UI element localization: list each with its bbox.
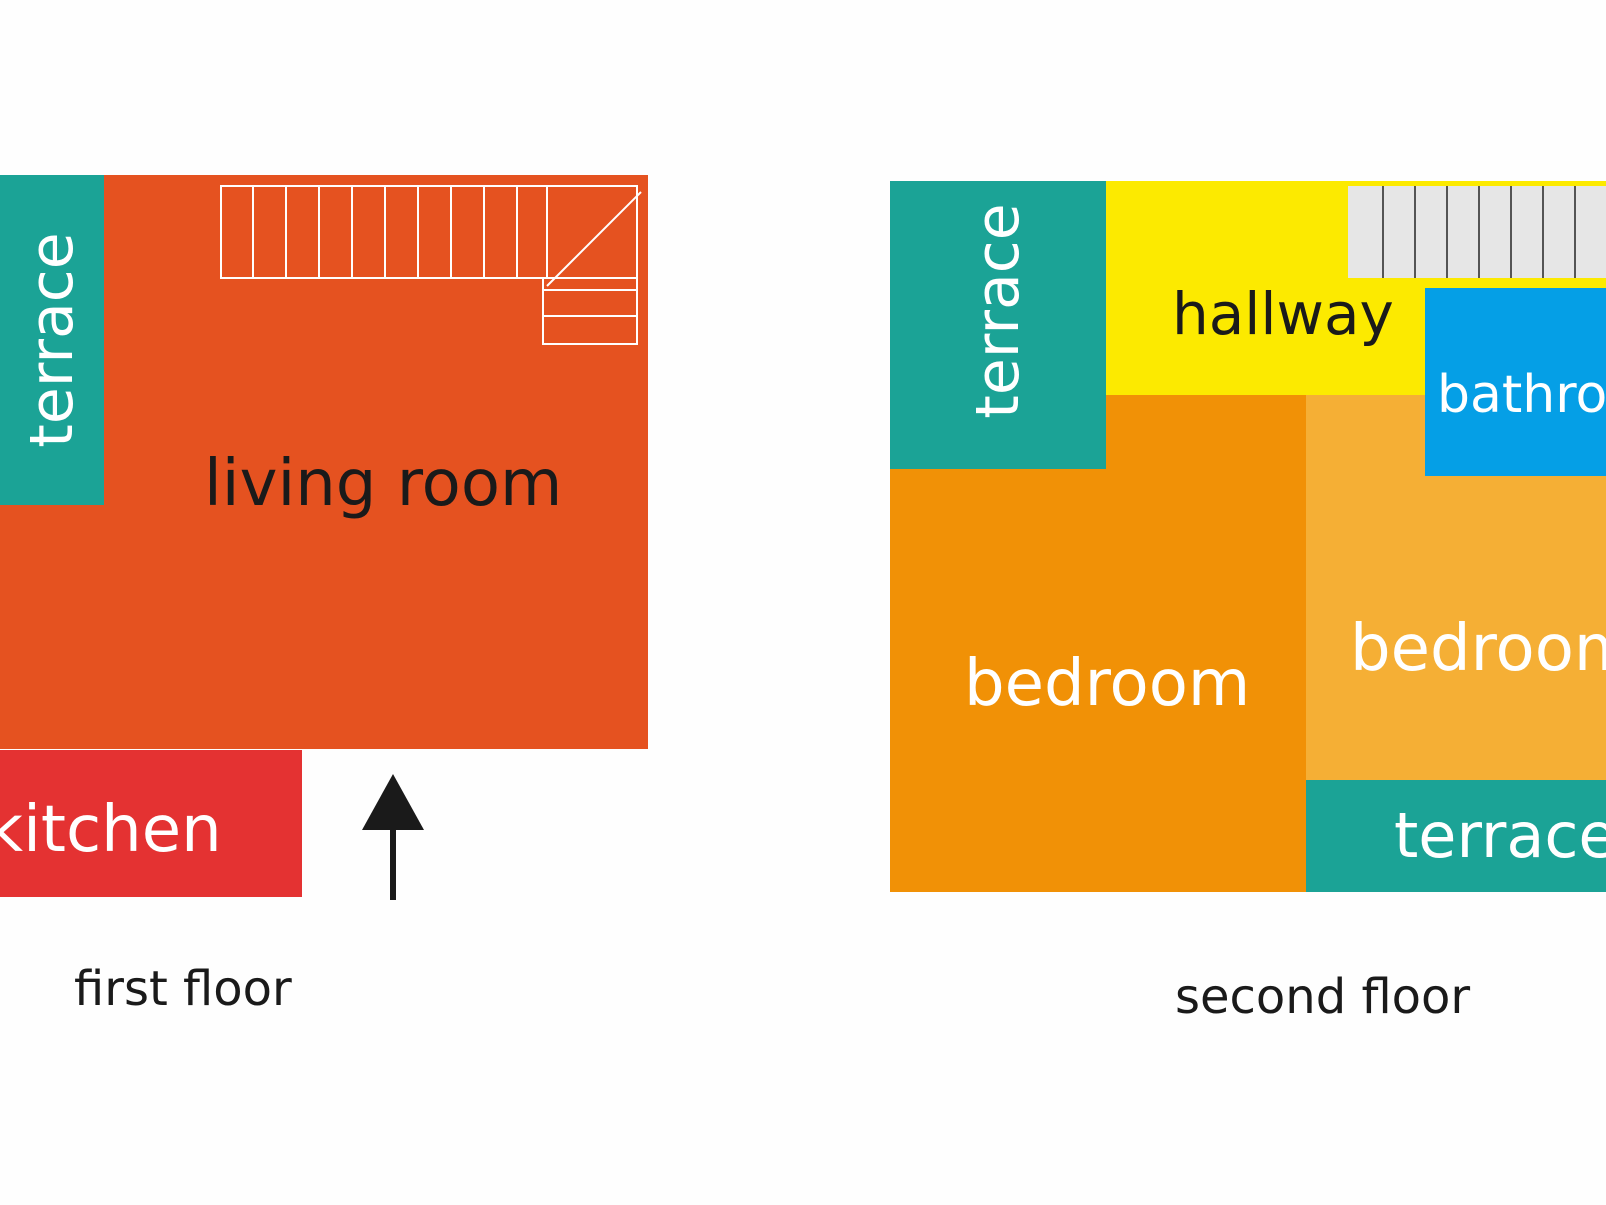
terrace-first-floor: terrace [0, 175, 104, 505]
terrace-second-floor-top-label: terrace [963, 203, 1033, 419]
living-room-label: living room [204, 447, 563, 521]
bedroom-left-label: bedroom [964, 647, 1251, 721]
terrace-second-floor-bottom: terrace [1306, 780, 1606, 892]
bathroom-label: bathroom [1437, 365, 1606, 425]
first-floor-caption: first floor [74, 961, 292, 1017]
terrace-second-floor-top: terrace [890, 181, 1106, 469]
kitchen-label: kitchen [0, 793, 222, 867]
bathroom: bathroom [1425, 288, 1606, 476]
hallway-label: hallway [1172, 280, 1394, 348]
bedroom-left: bedroom [890, 395, 1308, 892]
terrace-second-floor-bottom-label: terrace [1394, 799, 1606, 872]
second-floor-caption: second floor [1175, 969, 1471, 1025]
kitchen: kitchen [0, 750, 302, 897]
arrow-up-icon [362, 774, 424, 900]
living-room: living room [0, 175, 648, 749]
bedroom-right-label: bedroom [1350, 612, 1606, 686]
